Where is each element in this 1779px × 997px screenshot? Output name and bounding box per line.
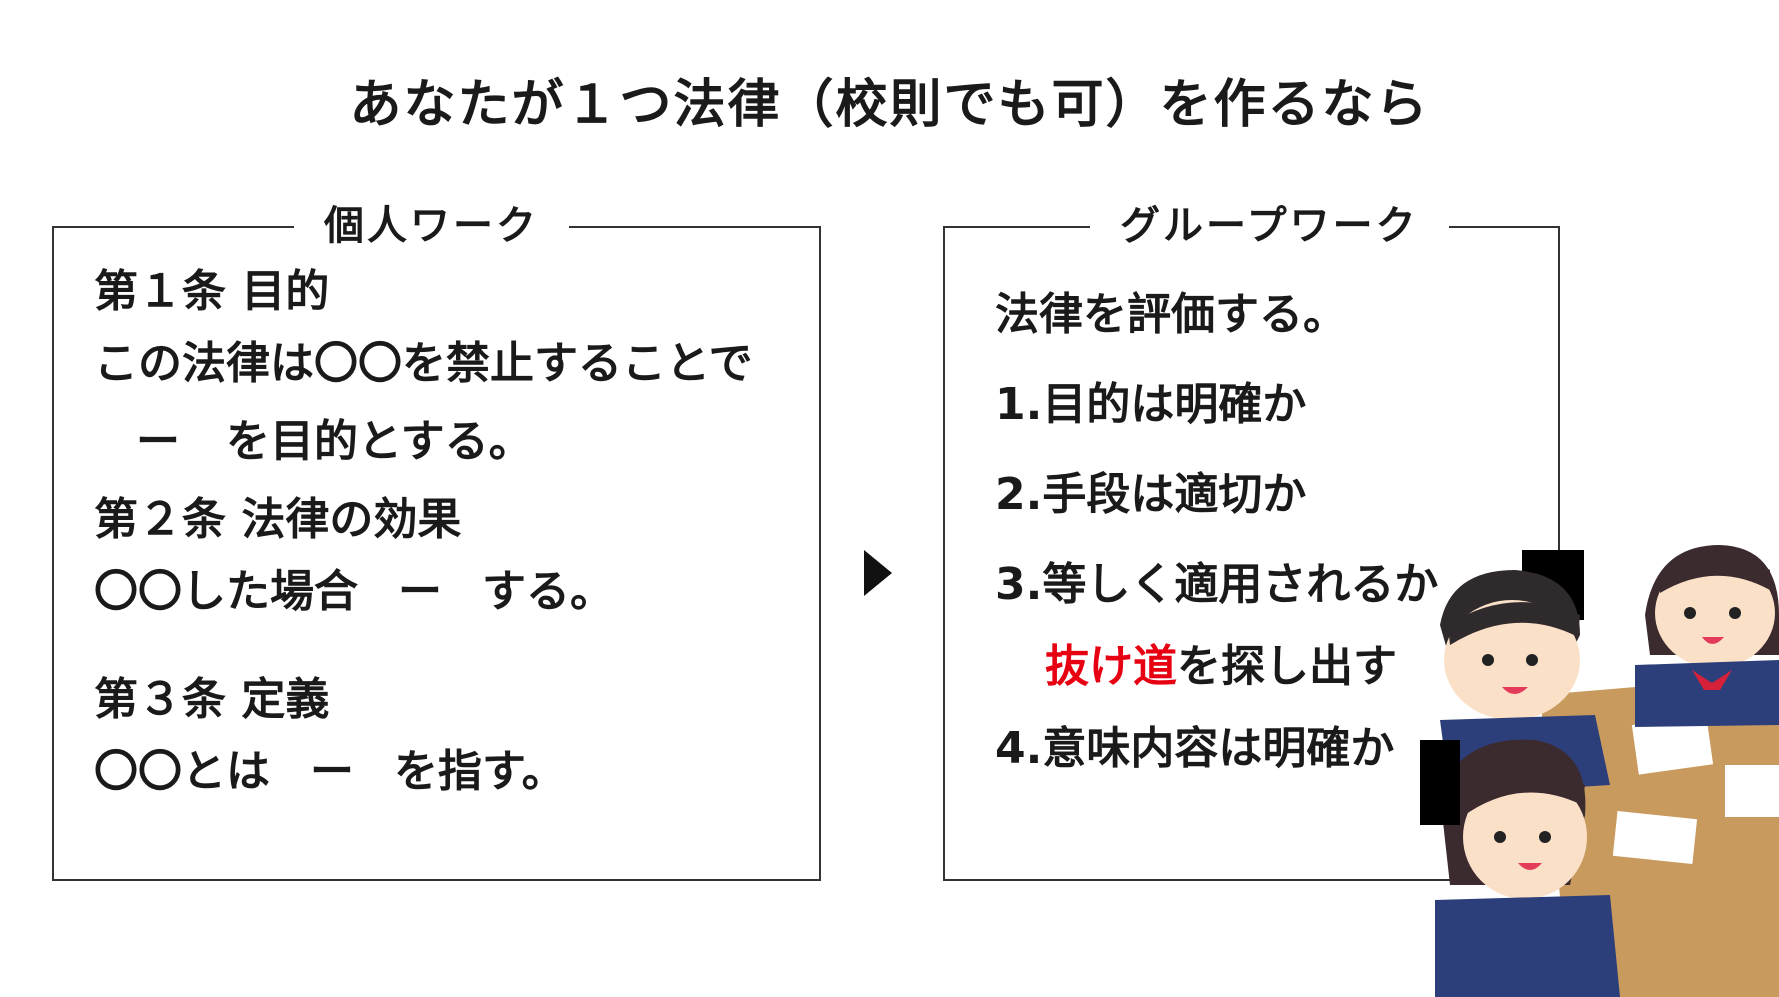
face-shape [1655, 558, 1775, 668]
article-2-heading: 第２条 法律の効果 [94, 494, 462, 545]
paper-sheet [1612, 810, 1698, 865]
group-work-label: グループワーク [1090, 204, 1449, 248]
evaluation-list: 法律を評価する。 1.目的は明確か 2.手段は適切か 3.等しく適用されるか 抜… [995, 270, 1438, 794]
redaction-block [1420, 740, 1460, 825]
loophole-rest: を探し出す [1177, 641, 1397, 692]
article-2-suffix: する。 [482, 566, 614, 617]
mouth-shape [1518, 863, 1542, 870]
individual-work-panel: 個人ワーク 第１条 目的 この法律は〇〇を禁止することで ーを目的とする。 第２… [52, 204, 821, 881]
paper-sheet [1631, 714, 1714, 775]
eye-shape [1729, 607, 1741, 619]
eye-shape [1684, 607, 1696, 619]
blank-dash: ー [136, 416, 180, 467]
article-3-heading: 第３条 定義 [94, 674, 330, 725]
uniform-shape [1635, 660, 1779, 727]
individual-work-label: 個人ワーク [294, 204, 569, 248]
article-2-prefix: 〇〇した場合 [94, 566, 358, 617]
evaluation-item-3: 3.等しく適用されるか [995, 559, 1439, 610]
article-1-heading: 第１条 目的 [94, 266, 330, 317]
paper-sheet [1725, 765, 1779, 817]
article-3-suffix: を指す。 [394, 746, 566, 797]
bangs-shape [1448, 602, 1580, 645]
mouth-shape [1502, 687, 1528, 694]
mouth-shape [1702, 637, 1724, 644]
loophole-highlight: 抜け道 [1045, 641, 1177, 692]
students-discussion-illustration [1420, 545, 1779, 997]
article-2: 第２条 法律の効果 〇〇した場合ーする。 [94, 484, 614, 628]
arrow-right-icon [864, 550, 892, 596]
loophole-line: 抜け道を探し出す [995, 630, 1438, 704]
eye-shape [1494, 831, 1506, 843]
uniform-shape [1435, 895, 1620, 997]
blank-dash: ー [398, 566, 442, 617]
article-1-suffix: を目的とする。 [226, 416, 533, 467]
evaluation-item-1: 1.目的は明確か [995, 379, 1307, 430]
article-1: 第１条 目的 この法律は〇〇を禁止することで ーを目的とする。 [94, 256, 753, 484]
eye-shape [1482, 654, 1494, 666]
article-3-text: 〇〇とはーを指す。 [94, 736, 566, 808]
evaluation-item-2: 2.手段は適切か [995, 469, 1307, 520]
bangs-shape [1460, 772, 1585, 817]
ribbon-shape [1692, 670, 1732, 690]
slide-title: あなたが１つ法律（校則でも可）を作るなら [349, 75, 1430, 135]
article-3-prefix: 〇〇とは [94, 746, 270, 797]
article-1-purpose: ーを目的とする。 [94, 400, 753, 484]
blank-dash: ー [310, 746, 354, 797]
article-1-text: この法律は〇〇を禁止することで [94, 338, 753, 389]
article-3: 第３条 定義 〇〇とはーを指す。 [94, 664, 566, 808]
group-work-panel: グループワーク 法律を評価する。 1.目的は明確か 2.手段は適切か 3.等しく… [943, 204, 1560, 881]
eye-shape [1539, 831, 1551, 843]
eye-shape [1526, 654, 1538, 666]
face-shape [1463, 775, 1587, 899]
bangs-shape [1660, 553, 1770, 593]
evaluation-item-4: 4.意味内容は明確か [995, 723, 1395, 774]
article-2-text: 〇〇した場合ーする。 [94, 556, 614, 628]
evaluation-intro: 法律を評価する。 [995, 289, 1347, 340]
